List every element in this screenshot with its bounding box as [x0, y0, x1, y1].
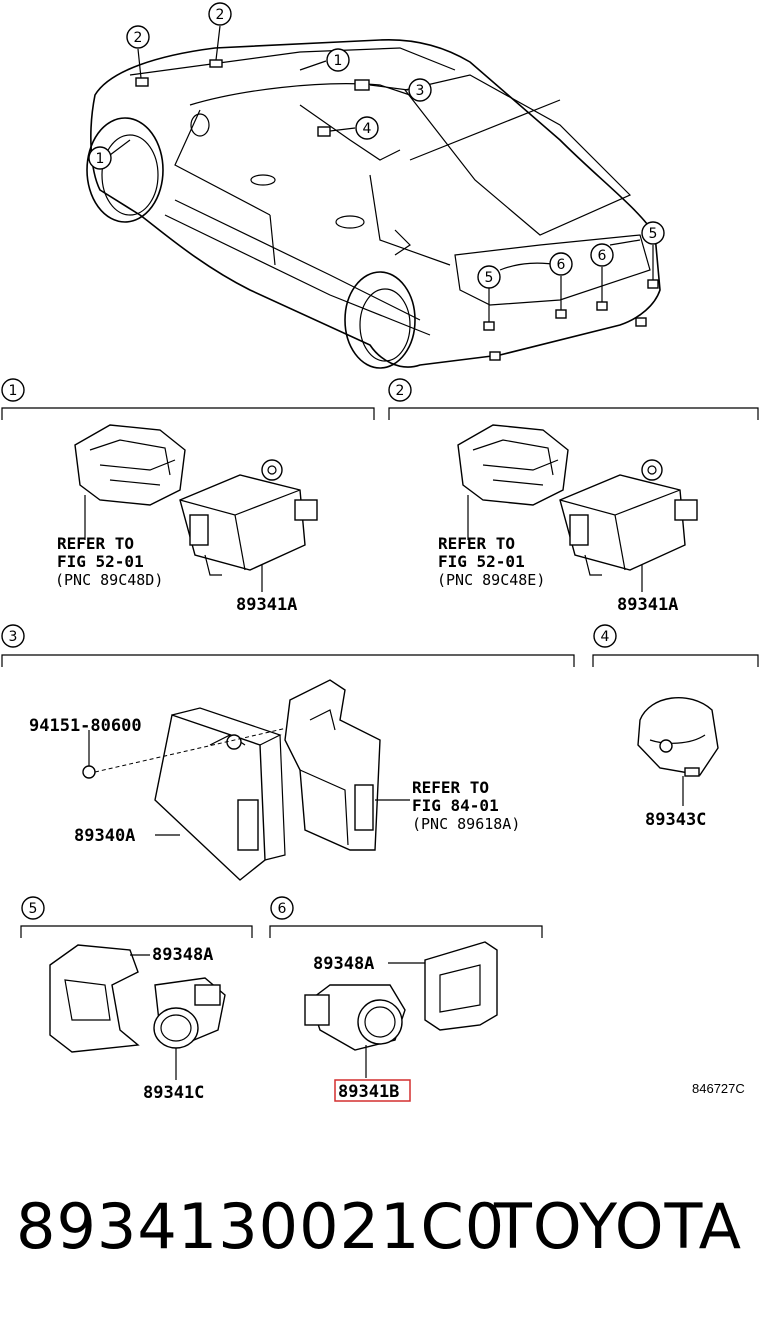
callout-circle — [477, 265, 501, 289]
refer-line: (PNC 89C48E) — [437, 571, 545, 589]
callout-label: 6 — [557, 257, 566, 273]
callout-circle — [549, 252, 573, 276]
refer-line: FIG 84-01 — [412, 796, 499, 815]
footer: 8934130021C0 TOYOTA — [0, 1190, 760, 1280]
callout-label: 1 — [334, 53, 343, 69]
callout-label: 5 — [649, 226, 658, 242]
callout-label: 1 — [96, 151, 105, 167]
figure-id: 846727C — [692, 1081, 745, 1096]
refer-line: FIG 52-01 — [57, 552, 144, 571]
section-number: 2 — [396, 383, 405, 399]
callout-circle — [590, 243, 614, 267]
part-number: 89340A — [74, 826, 135, 846]
callout-circle — [641, 221, 665, 245]
section-6: 6 89348A 89341B — [269, 896, 543, 1102]
part-number: 89348A — [313, 954, 374, 974]
refer-line: REFER TO — [57, 534, 134, 553]
refer-line: (PNC 89C48D) — [55, 571, 163, 589]
parts-diagram: 2 2 1 3 4 1 5 6 6 5 1 — [1, 2, 759, 1103]
section-number: 5 — [29, 901, 38, 917]
section-5: 5 89348A 89341C — [20, 896, 253, 1103]
part-number: 89348A — [152, 945, 213, 965]
car-callouts: 2 2 1 3 4 1 5 6 6 5 — [88, 2, 665, 322]
callout-label: 4 — [363, 121, 372, 137]
callout-circle — [408, 78, 432, 102]
footer-part-number: 8934130021C0 — [16, 1190, 506, 1263]
section-4: 4 89343C — [592, 624, 759, 830]
section-1: 1 REFER TO FIG 52-01 (PNC 89C48D) 89341A — [1, 378, 375, 615]
callout-circle — [126, 25, 150, 49]
callout-label: 6 — [598, 248, 607, 264]
callout-label: 2 — [216, 7, 225, 23]
part-number: 89343C — [645, 810, 706, 830]
section-number: 4 — [601, 629, 610, 645]
refer-line: REFER TO — [438, 534, 515, 553]
refer-line: REFER TO — [412, 778, 489, 797]
section-2: 2 REFER TO FIG 52-01 (PNC 89C48E) 89341A — [388, 378, 759, 615]
section-3: 3 94151-80600 89340A REFER TO FIG 84-01 … — [1, 624, 575, 881]
part-number: 94151-80600 — [29, 716, 142, 736]
section-number: 3 — [9, 629, 18, 645]
callout-circle — [208, 2, 232, 26]
part-number: 89341A — [236, 595, 297, 615]
callout-circle — [88, 146, 112, 170]
part-number: 89341A — [617, 595, 678, 615]
refer-line: FIG 52-01 — [438, 552, 525, 571]
highlight-box — [334, 1079, 411, 1102]
callout-circle — [326, 48, 350, 72]
section-number: 1 — [9, 383, 18, 399]
part-number-highlighted: 89341B — [338, 1082, 399, 1102]
section-number: 6 — [278, 901, 287, 917]
refer-line: (PNC 89618A) — [412, 815, 520, 833]
car-illustration — [86, 39, 661, 369]
callout-label: 3 — [416, 83, 425, 99]
callout-label: 5 — [485, 270, 494, 286]
part-number: 89341C — [143, 1083, 204, 1103]
callout-circle — [355, 116, 379, 140]
footer-brand: TOYOTA — [493, 1190, 742, 1263]
callout-label: 2 — [134, 30, 143, 46]
